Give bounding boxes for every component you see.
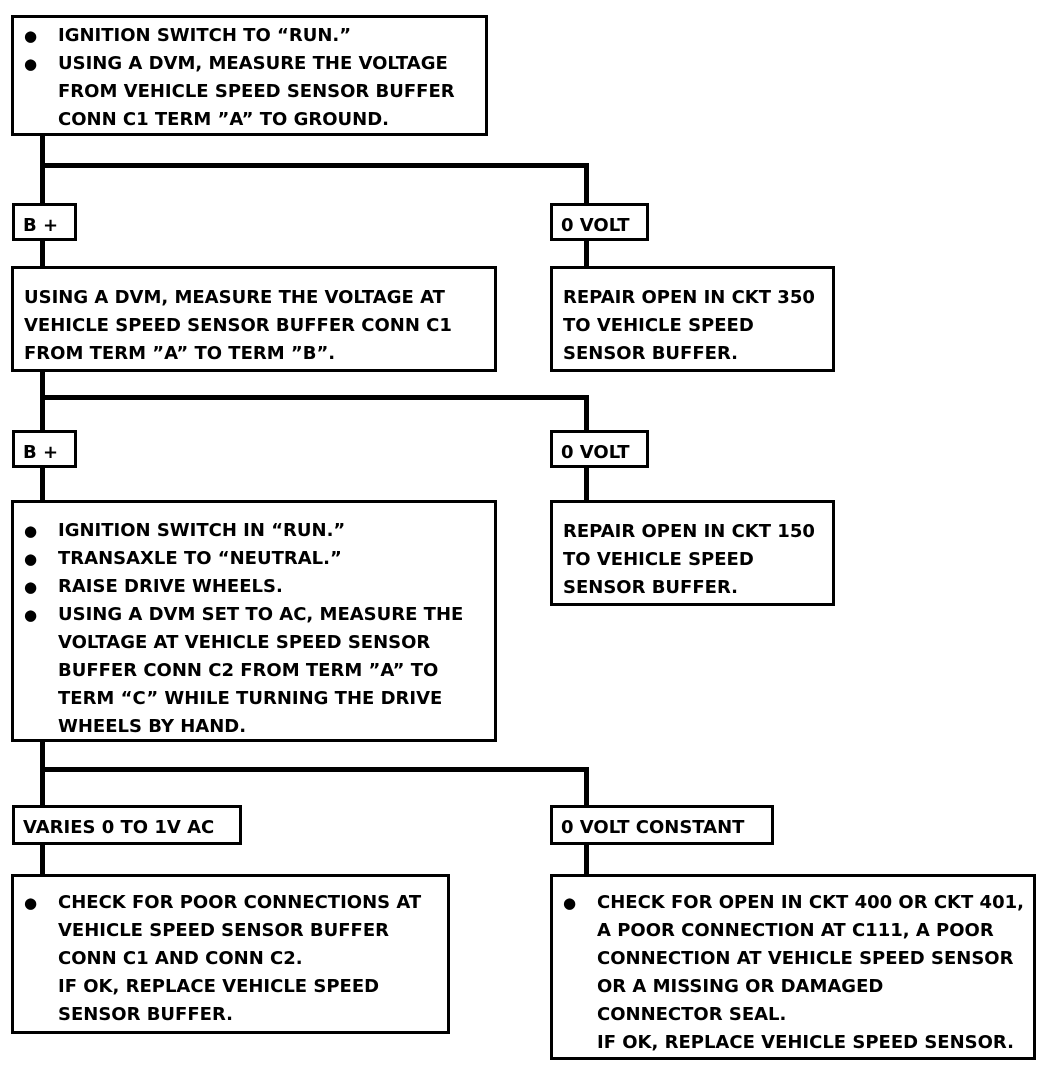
step2-line-2: VEHICLE SPEED SENSOR BUFFER CONN C1 xyxy=(24,315,452,336)
connector-constant-down xyxy=(584,842,589,876)
check-open-ckt400-cont-1: A POOR CONNECTION AT C111, A POOR xyxy=(597,920,994,941)
step3-box: IGNITION SWITCH IN “RUN.” TRANSAXLE TO “… xyxy=(11,500,497,742)
step3-cont-1: VOLTAGE AT VEHICLE SPEED SENSOR xyxy=(58,632,431,653)
repair-ckt350-line-1: REPAIR OPEN IN CKT 350 xyxy=(563,287,815,308)
step2-line-1: USING A DVM, MEASURE THE VOLTAGE AT xyxy=(24,287,445,308)
step2-box: USING A DVM, MEASURE THE VOLTAGE AT VEHI… xyxy=(11,266,497,372)
step1-cont-1: FROM VEHICLE SPEED SENSOR BUFFER xyxy=(58,81,455,102)
step2-line-3: FROM TERM ”A” TO TERM ”B”. xyxy=(24,343,336,364)
check-open-ckt400-cont-5: IF OK, REPLACE VEHICLE SPEED SENSOR. xyxy=(597,1032,1014,1053)
check-poor-connections-cont-1: VEHICLE SPEED SENSOR BUFFER xyxy=(58,920,389,941)
check-poor-connections-cont-4: SENSOR BUFFER. xyxy=(58,1004,233,1025)
step3-cont-2: BUFFER CONN C2 FROM TERM ”A” TO xyxy=(58,660,439,681)
connector-0v1-down xyxy=(584,238,589,268)
connector-step2-right-down xyxy=(584,395,589,432)
step1-cont-2: CONN C1 TERM ”A” TO GROUND. xyxy=(58,109,389,130)
repair-ckt150-line-3: SENSOR BUFFER. xyxy=(563,577,738,598)
connector-varies-down xyxy=(40,842,45,876)
connector-step3-down xyxy=(40,740,45,808)
repair-ckt150-line-1: REPAIR OPEN IN CKT 150 xyxy=(563,521,815,542)
branch3-right-label: 0 VOLT CONSTANT xyxy=(550,805,774,845)
branch1-left-label: B + xyxy=(12,203,77,241)
repair-ckt350-line-2: TO VEHICLE SPEED xyxy=(563,315,754,336)
repair-ckt150-line-2: TO VEHICLE SPEED xyxy=(563,549,754,570)
step3-bullet-3: RAISE DRIVE WHEELS. xyxy=(14,573,494,601)
check-open-ckt400-cont-4: CONNECTOR SEAL. xyxy=(597,1004,787,1025)
repair-ckt350-line-3: SENSOR BUFFER. xyxy=(563,343,738,364)
step1-box: IGNITION SWITCH TO “RUN.” USING A DVM, M… xyxy=(11,15,488,136)
check-poor-connections-box: CHECK FOR POOR CONNECTIONS AT VEHICLE SP… xyxy=(11,874,450,1034)
connector-b1-down xyxy=(40,238,45,268)
check-open-ckt400-box: CHECK FOR OPEN IN CKT 400 OR CKT 401, A … xyxy=(550,874,1036,1060)
connector-step3-right-down xyxy=(584,767,589,808)
repair-ckt150-box: REPAIR OPEN IN CKT 150 TO VEHICLE SPEED … xyxy=(550,500,835,606)
step1-bullet-1: IGNITION SWITCH TO “RUN.” xyxy=(14,22,485,50)
connector-b2-down xyxy=(40,466,45,502)
connector-step1-horizontal xyxy=(40,163,589,168)
check-poor-connections-bullet: CHECK FOR POOR CONNECTIONS AT xyxy=(14,889,447,917)
branch2-left-label: B + xyxy=(12,430,77,468)
connector-step1-right-down xyxy=(584,163,589,206)
check-poor-connections-cont-3: IF OK, REPLACE VEHICLE SPEED xyxy=(58,976,380,997)
step3-cont-4: WHEELS BY HAND. xyxy=(58,716,247,737)
step3-bullet-4: USING A DVM SET TO AC, MEASURE THE xyxy=(14,601,494,629)
connector-step2-down xyxy=(40,370,45,432)
step3-cont-3: TERM “C” WHILE TURNING THE DRIVE xyxy=(58,688,443,709)
connector-step3-horizontal xyxy=(40,767,589,772)
step3-bullet-2: TRANSAXLE TO “NEUTRAL.” xyxy=(14,545,494,573)
step3-bullet-1: IGNITION SWITCH IN “RUN.” xyxy=(14,517,494,545)
step1-bullet-2: USING A DVM, MEASURE THE VOLTAGE xyxy=(14,50,485,78)
connector-0v2-down xyxy=(584,466,589,502)
check-open-ckt400-bullet: CHECK FOR OPEN IN CKT 400 OR CKT 401, xyxy=(553,889,1033,917)
connector-step2-horizontal xyxy=(40,395,589,400)
check-open-ckt400-cont-2: CONNECTION AT VEHICLE SPEED SENSOR xyxy=(597,948,1014,969)
check-poor-connections-cont-2: CONN C1 AND CONN C2. xyxy=(58,948,303,969)
branch3-left-label: VARIES 0 TO 1V AC xyxy=(12,805,242,845)
check-open-ckt400-cont-3: OR A MISSING OR DAMAGED xyxy=(597,976,884,997)
branch2-right-label: 0 VOLT xyxy=(550,430,649,468)
branch1-right-label: 0 VOLT xyxy=(550,203,649,241)
repair-ckt350-box: REPAIR OPEN IN CKT 350 TO VEHICLE SPEED … xyxy=(550,266,835,372)
connector-step1-down xyxy=(40,134,45,206)
